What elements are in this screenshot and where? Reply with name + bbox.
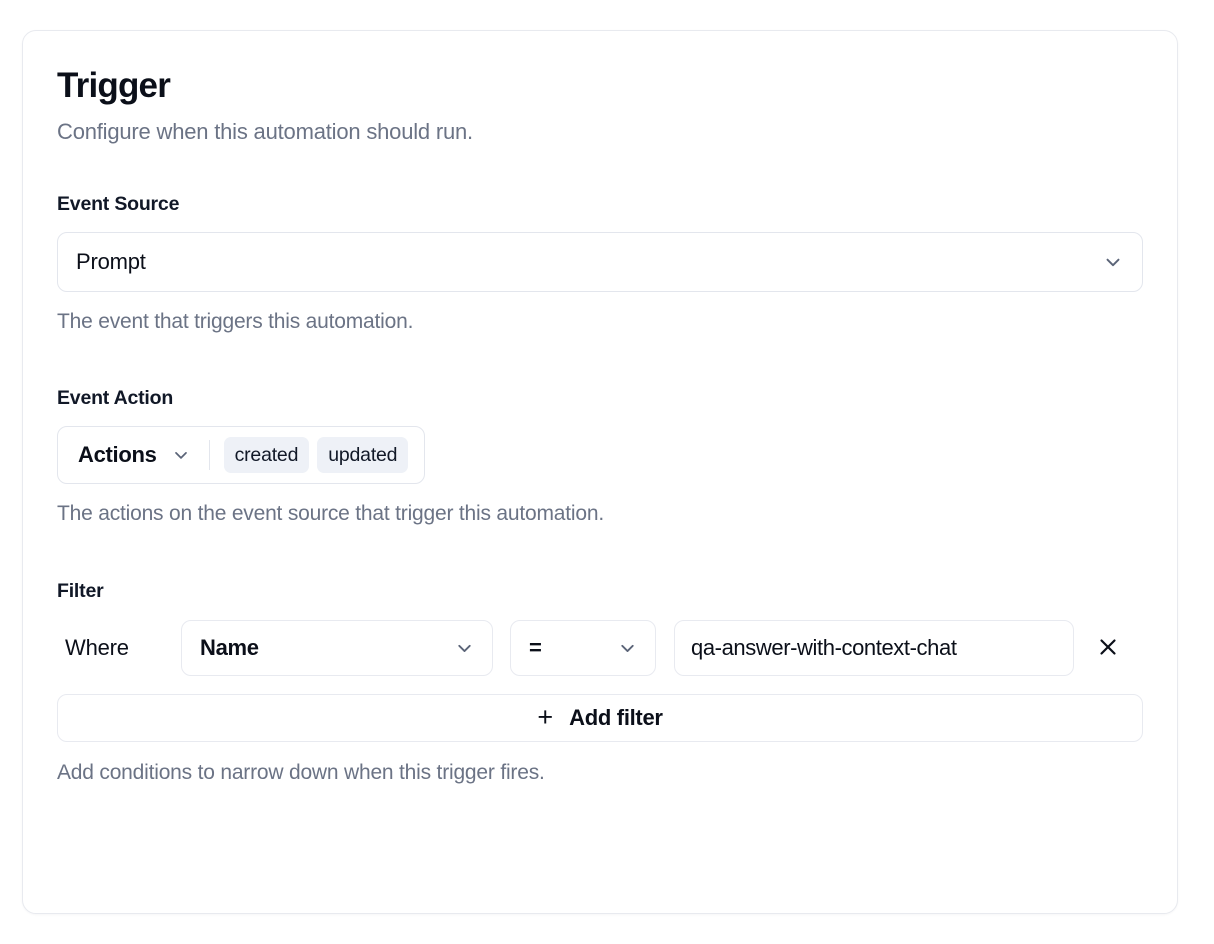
event-action-chip-updated[interactable]: updated bbox=[317, 437, 409, 473]
filter-operator-select[interactable]: = bbox=[510, 620, 656, 676]
trigger-card: Trigger Configure when this automation s… bbox=[22, 30, 1178, 914]
event-action-multiselect[interactable]: Actions created updated bbox=[57, 426, 426, 484]
plus-icon: + bbox=[537, 701, 554, 732]
event-source-help: The event that triggers this automation. bbox=[57, 310, 414, 333]
chevron-down-icon bbox=[171, 445, 191, 465]
filter-label: Filter bbox=[57, 580, 104, 602]
filter-row: Where Name = bbox=[57, 620, 1143, 676]
event-action-label: Event Action bbox=[57, 387, 174, 409]
event-source-label: Event Source bbox=[57, 193, 180, 215]
page-subtitle: Configure when this automation should ru… bbox=[57, 119, 473, 144]
filter-operator-value: = bbox=[529, 635, 542, 660]
filter-value-input[interactable] bbox=[674, 620, 1074, 676]
divider bbox=[208, 440, 210, 470]
event-source-value: Prompt bbox=[76, 249, 146, 274]
event-action-help: The actions on the event source that tri… bbox=[57, 502, 604, 525]
chevron-down-icon bbox=[617, 638, 638, 659]
event-source-select[interactable]: Prompt bbox=[57, 232, 1143, 292]
filter-field-value: Name bbox=[200, 635, 259, 660]
filter-where-label: Where bbox=[65, 635, 129, 660]
event-action-chips: created updated bbox=[223, 437, 409, 473]
close-icon bbox=[1096, 635, 1120, 662]
chevron-down-icon bbox=[454, 638, 475, 659]
chevron-down-icon bbox=[1102, 251, 1124, 273]
add-filter-button[interactable]: + Add filter bbox=[57, 694, 1143, 742]
remove-filter-button[interactable] bbox=[1091, 631, 1125, 665]
filter-help: Add conditions to narrow down when this … bbox=[57, 761, 545, 784]
add-filter-label: Add filter bbox=[569, 705, 663, 730]
page-title: Trigger bbox=[57, 66, 171, 105]
event-action-group: Event Action Actions created updated T bbox=[57, 336, 1143, 528]
event-action-dropdown-trigger[interactable]: Actions bbox=[78, 442, 191, 468]
event-action-trigger-label: Actions bbox=[78, 442, 157, 467]
event-source-group: Event Source Prompt The event that trigg… bbox=[57, 147, 1143, 336]
filter-group: Filter Where Name = bbox=[57, 528, 1143, 787]
filter-field-select[interactable]: Name bbox=[181, 620, 493, 676]
event-action-chip-created[interactable]: created bbox=[223, 437, 310, 473]
